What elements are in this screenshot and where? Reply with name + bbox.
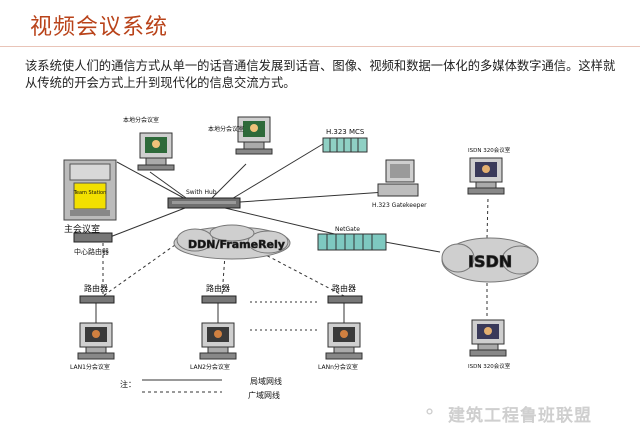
computer-isdn-bottom [469, 319, 507, 357]
hub-label: Swith Hub [186, 189, 217, 196]
lan-links [95, 143, 441, 323]
wan-ddn-lan2 [221, 254, 226, 297]
isdn-cloud [441, 237, 539, 283]
isdn-top-label: ISDN 320会议室 [468, 146, 511, 154]
router-lann-label: 路由器 [332, 283, 356, 293]
mcu-label: H.323 MCS [326, 128, 365, 136]
watermark: 建筑工程鲁班联盟 [448, 406, 592, 426]
link-hub-router [109, 207, 186, 238]
computer-lan1 [77, 322, 115, 360]
central-router [73, 232, 113, 243]
gatekeeper-label: H.323 Gatekeeper [372, 202, 427, 209]
router-lann [327, 295, 363, 304]
isdn-bottom-label: ISDN 320会议室 [468, 362, 511, 370]
link-hub-mcu [229, 143, 324, 201]
link-netgate-isdn [384, 241, 441, 253]
legend: 注： 局域网线 广域网线 [120, 376, 282, 400]
router-lan1 [79, 295, 115, 304]
router-lan2-label: 路由器 [206, 283, 230, 293]
switch-hub [167, 197, 241, 209]
legend-prefix: 注： [120, 379, 136, 389]
computer-lan2 [199, 322, 237, 360]
gatekeeper-computer [377, 159, 419, 197]
netgate-device [317, 233, 387, 251]
netgate-label: NetGate [335, 226, 360, 233]
legend-lan-label: 局域网线 [250, 376, 282, 386]
link-hub-gatekeeper [239, 191, 386, 203]
link-hub-subroom-b [211, 163, 247, 199]
wan-isdn-top [486, 197, 489, 239]
computer-lann [325, 322, 363, 360]
ddn-cloud [173, 224, 291, 260]
computer-subroom-a [137, 132, 175, 171]
computer-isdn-top [467, 157, 505, 195]
title-divider [0, 46, 640, 47]
link-hub-netgate [224, 207, 344, 237]
lann-label: LANn分会议室 [318, 363, 358, 371]
isdn-label: ISDN [468, 252, 512, 271]
computer-subroom-b [235, 116, 273, 155]
central-router-label: 中心路由器 [74, 247, 109, 256]
wan-links [102, 197, 489, 331]
wan-ddn-lan1 [102, 244, 176, 297]
mcu-device [322, 137, 368, 153]
page-title: 视频会议系统 [30, 15, 169, 40]
subroom-a-label: 本地分会议室 [123, 116, 159, 124]
legend-wan-label: 广域网线 [248, 390, 280, 400]
wall-screen-text: Team Station [73, 190, 107, 196]
intro-paragraph: 该系统使人们的通信方式从单一的话音通信发展到话音、图像、视频和数据一体化的多媒体… [25, 59, 616, 90]
subroom-b-label: 本地分会议室 [208, 125, 244, 133]
lan2-label: LAN2分会议室 [190, 363, 230, 371]
main-room-system: Team Station [63, 159, 117, 221]
wechat-icon: ⚬ [422, 402, 438, 423]
lan1-label: LAN1分会议室 [70, 363, 110, 371]
main-room-label: 主会议室 [64, 223, 100, 235]
link-hub-mainroom [116, 161, 194, 204]
router-lan1-label: 路由器 [84, 283, 108, 293]
router-lan2 [201, 295, 237, 304]
ddn-label: DDN/FrameRely [188, 238, 285, 251]
